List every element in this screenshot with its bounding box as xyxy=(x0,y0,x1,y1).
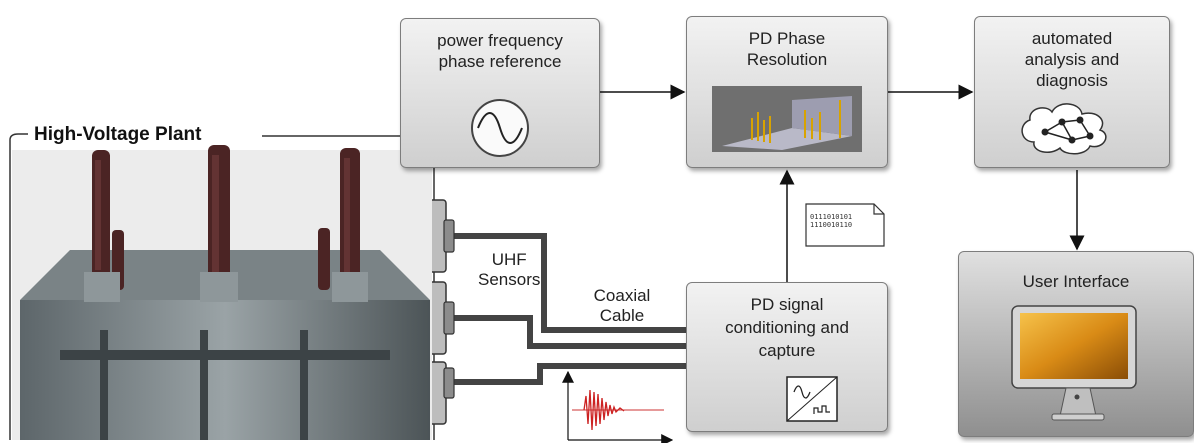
coaxial-cable-label: Coaxial Cable xyxy=(582,286,662,326)
plant-title: High-Voltage Plant xyxy=(30,124,206,146)
analysis-line-2: analysis and xyxy=(1024,50,1120,69)
signal-line-2: conditioning and xyxy=(725,318,849,337)
uhf-sensor-1 xyxy=(427,199,455,273)
uhf-sensor-3 xyxy=(427,361,455,425)
analysis-diagnosis-box: automated analysis and diagnosis xyxy=(974,16,1170,168)
user-interface-label: User Interface xyxy=(1022,272,1130,291)
binary-line-2: 1110010110 xyxy=(810,221,853,229)
coax-line-1: Coaxial xyxy=(593,286,651,305)
coax-line-2: Cable xyxy=(599,306,645,325)
uhf-sensors-label: UHF Sensors xyxy=(478,250,540,290)
pd-phase-resolution-box: PD Phase Resolution xyxy=(686,16,888,168)
coax-cable-1 xyxy=(452,233,686,333)
phase-reference-line-2: phase reference xyxy=(438,52,562,71)
phase-reference-line-1: power frequency xyxy=(437,31,563,50)
uhf-sensor-2 xyxy=(427,281,455,355)
pd-pulse-waveform xyxy=(562,370,674,443)
binary-data-text: 0111010101 1110010110 xyxy=(810,213,852,229)
pd-phase-line-1: PD Phase xyxy=(748,29,826,48)
uhf-line-2: Sensors xyxy=(478,270,541,289)
binary-line-1: 0111010101 xyxy=(810,213,853,221)
pd-phase-line-2: Resolution xyxy=(746,50,828,69)
analysis-line-1: automated xyxy=(1031,29,1113,48)
analysis-line-3: diagnosis xyxy=(1036,71,1108,90)
signal-line-3: capture xyxy=(758,341,816,360)
data-file-icon xyxy=(805,203,885,247)
user-interface-box: User Interface xyxy=(958,251,1194,437)
phase-reference-box: power frequency phase reference xyxy=(400,18,600,168)
signal-conditioning-box: PD signal conditioning and capture xyxy=(686,282,888,432)
coax-cable-2 xyxy=(452,315,686,349)
transformer-image xyxy=(12,145,432,440)
coax-cable-3 xyxy=(452,363,686,385)
signal-line-1: PD signal xyxy=(750,295,824,314)
uhf-line-1: UHF xyxy=(491,250,527,269)
plant-frame-left xyxy=(9,133,28,440)
